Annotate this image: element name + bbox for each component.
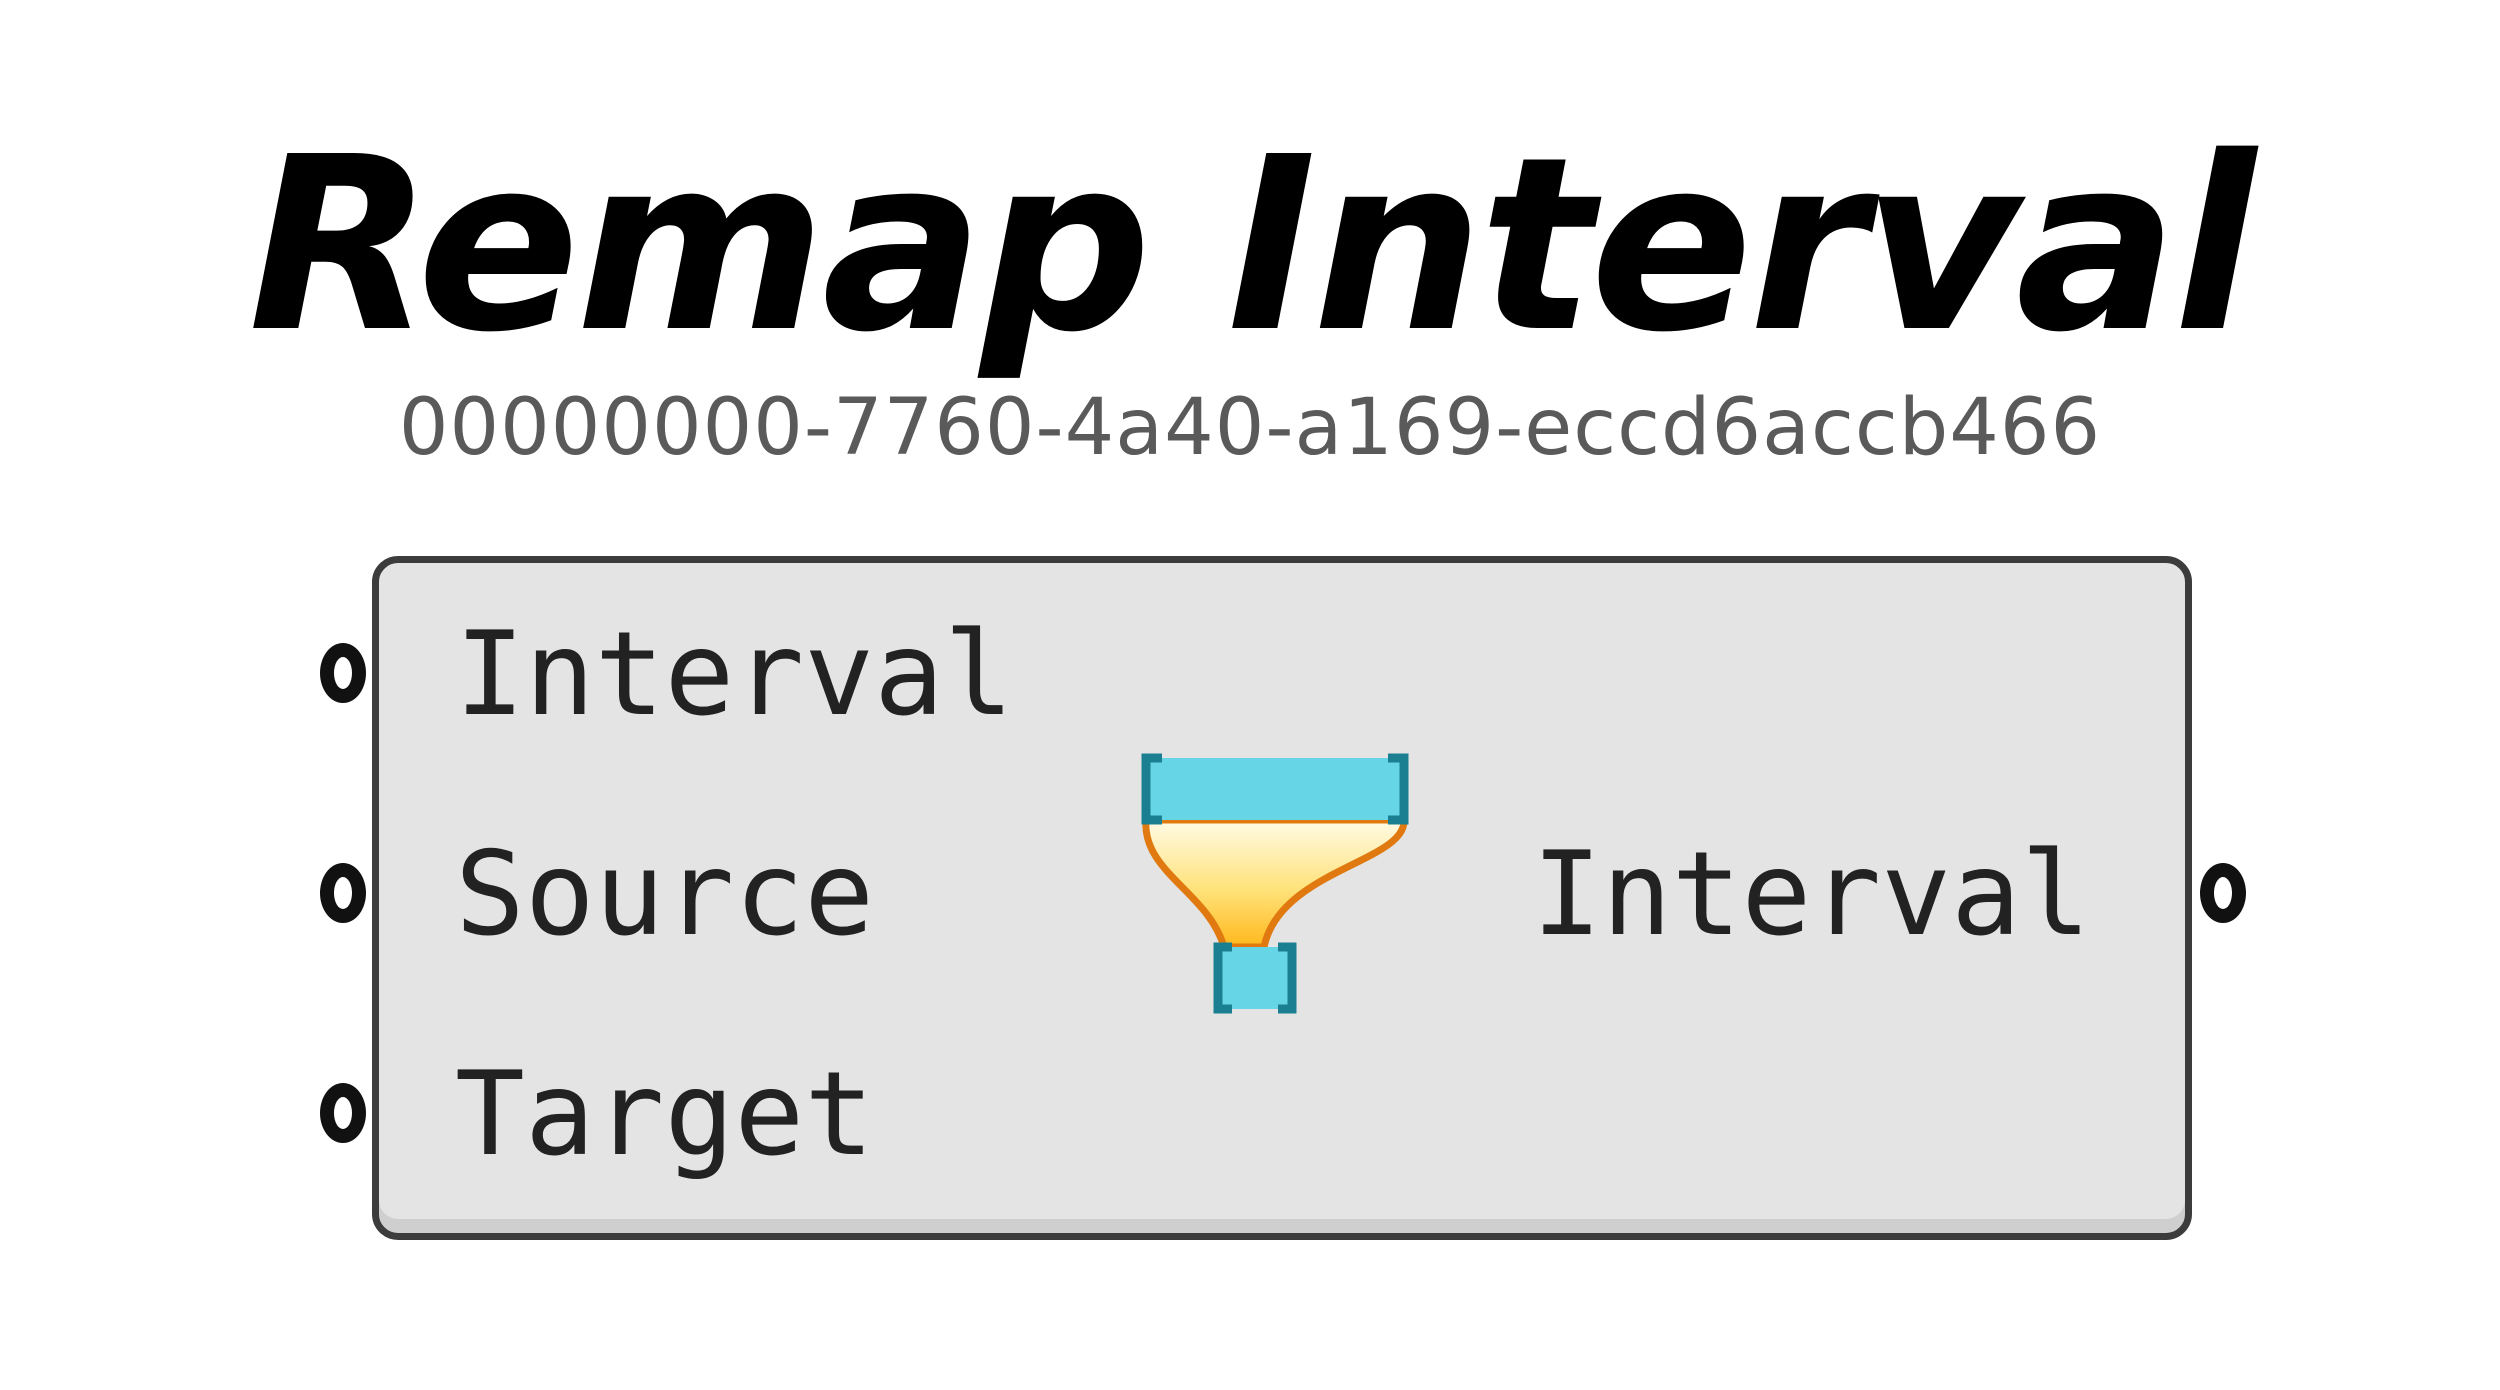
input-grip-target[interactable] [320, 1083, 366, 1143]
remap-funnel-icon [1141, 753, 1409, 1014]
input-grip-source[interactable] [320, 863, 366, 923]
input-param-target: Target [455, 1047, 875, 1182]
component-title: Remap Interval [248, 105, 2256, 385]
output-grip-interval[interactable] [2200, 863, 2246, 923]
input-grip-interval[interactable] [320, 643, 366, 703]
output-param-interval: Interval [1532, 827, 2091, 962]
input-param-source: Source [455, 827, 875, 962]
input-param-interval: Interval [455, 607, 1014, 742]
component-guid: 00000000-7760-4a40-a169-eccd6accb466 [398, 383, 2102, 473]
